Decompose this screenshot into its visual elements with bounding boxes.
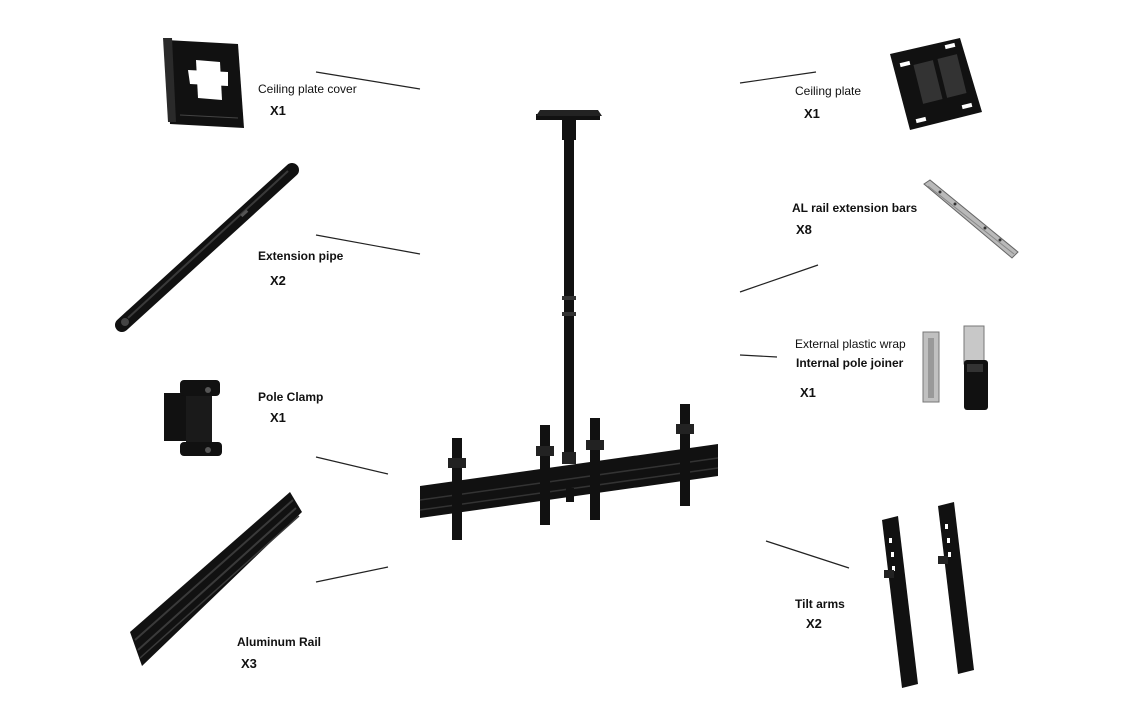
ceiling-plate-image xyxy=(890,38,982,130)
external-plastic-wrap-label: External plastic wrap xyxy=(795,337,906,351)
extension-pipe-qty: X2 xyxy=(270,273,286,288)
assembled-mount-image xyxy=(419,110,719,540)
leader-line-pole-joiner xyxy=(739,354,778,358)
leader-line-ceiling-plate xyxy=(739,71,817,84)
tilt-arms-label: Tilt arms xyxy=(795,597,845,611)
leader-lines xyxy=(315,71,850,583)
internal-pole-joiner-label: Internal pole joiner xyxy=(796,356,904,370)
tilt-arms-qty: X2 xyxy=(806,616,822,631)
al-rail-extension-bars-qty: X8 xyxy=(796,222,812,237)
ceiling-plate-cover-qty: X1 xyxy=(270,103,286,118)
aluminum-rail-image xyxy=(130,492,302,666)
al-rail-extension-bars-image xyxy=(923,179,1019,259)
leader-line-al-rail-bars xyxy=(739,264,819,293)
tilt-arms-image xyxy=(882,502,974,688)
leader-line-ceiling-plate-cover xyxy=(315,71,421,90)
pole-joiner-image xyxy=(922,325,988,410)
leader-line-pole-clamp xyxy=(315,456,389,475)
internal-pole-joiner-qty: X1 xyxy=(800,385,816,400)
ceiling-plate-qty: X1 xyxy=(804,106,820,121)
leader-line-tilt-arms xyxy=(765,540,850,569)
extension-pipe-image xyxy=(115,163,299,332)
al-rail-extension-bars-label: AL rail extension bars xyxy=(792,201,918,215)
pole-clamp-qty: X1 xyxy=(270,410,286,425)
leader-line-aluminum-rail xyxy=(315,566,389,583)
aluminum-rail-label: Aluminum Rail xyxy=(237,635,322,649)
leader-line-extension-pipe xyxy=(315,234,421,255)
ceiling-plate-label: Ceiling plate xyxy=(795,84,862,98)
extension-pipe-label: Extension pipe xyxy=(258,249,344,263)
pole-clamp-label: Pole Clamp xyxy=(258,390,324,404)
pole-clamp-image xyxy=(164,380,222,456)
ceiling-plate-cover-label: Ceiling plate cover xyxy=(258,82,357,96)
aluminum-rail-qty: X3 xyxy=(241,656,257,671)
ceiling-plate-cover-image xyxy=(163,38,244,128)
